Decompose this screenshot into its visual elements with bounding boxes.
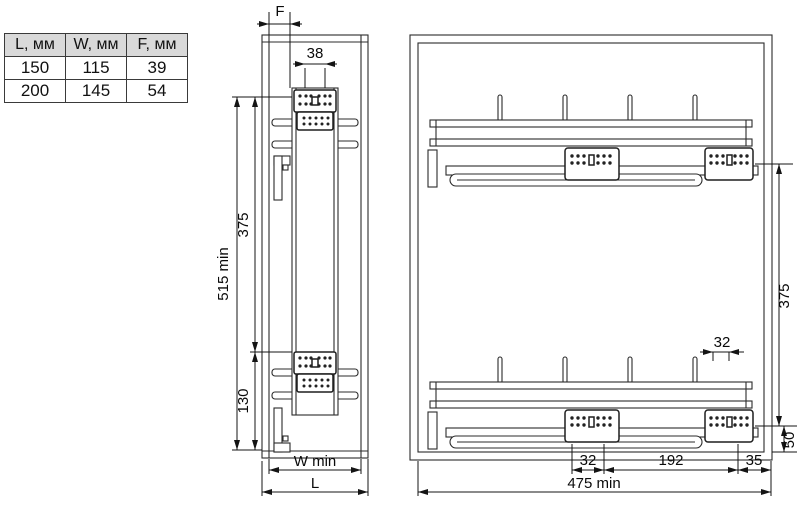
table-cell-w: 145 [65, 79, 127, 103]
dim-475-min-label: 475 min [567, 475, 620, 492]
dim-32-bottom-label: 32 [580, 452, 597, 469]
dim-50-label: 50 [781, 432, 798, 449]
col-header-l: L, мм [4, 33, 66, 57]
table-row: 200 145 54 [4, 79, 188, 103]
dim-515-min-label: 515 min [215, 247, 232, 300]
front-view [261, 34, 369, 459]
table-row: 150 115 39 [4, 56, 188, 80]
table-cell-l: 200 [4, 79, 66, 103]
slide-mounting-plate-right [704, 147, 754, 181]
cabinet-frame-side [409, 34, 773, 461]
mounting-plate-front-bottom [293, 351, 337, 393]
front-view-dimensions: F 38 515 min 375 130 W min [215, 3, 369, 496]
slide-mounting-plate-left [564, 147, 620, 181]
table-header-row: L, мм W, мм F, мм [4, 33, 188, 57]
dim-w-min-label: W min [294, 453, 337, 470]
side-view-dimensions: 375 50 32 32 192 35 [417, 163, 798, 496]
table-cell-f: 54 [126, 79, 188, 103]
dim-l-label: L [311, 475, 319, 492]
side-view [409, 34, 773, 461]
dim-192-label: 192 [658, 452, 683, 469]
dim-38-label: 38 [307, 45, 324, 62]
table-cell-w: 115 [65, 56, 127, 80]
dim-35-label: 35 [746, 452, 763, 469]
dim-130-label: 130 [235, 388, 252, 413]
dimensions-table: L, мм W, мм F, мм 150 115 39 200 145 54 [4, 33, 188, 103]
dim-f-label: F [275, 3, 284, 20]
mounting-plate-front-top [293, 89, 337, 131]
basket-assembly-top [427, 94, 759, 188]
basket-corner-bracket-top [273, 155, 291, 201]
dim-375-front-label: 375 [235, 212, 252, 237]
basket-corner-bracket-bottom [273, 407, 291, 453]
dim-375-side-label: 375 [776, 283, 793, 308]
col-header-f: F, мм [126, 33, 188, 57]
dim-32-rear-label: 32 [714, 334, 731, 351]
table-cell-l: 150 [4, 56, 66, 80]
